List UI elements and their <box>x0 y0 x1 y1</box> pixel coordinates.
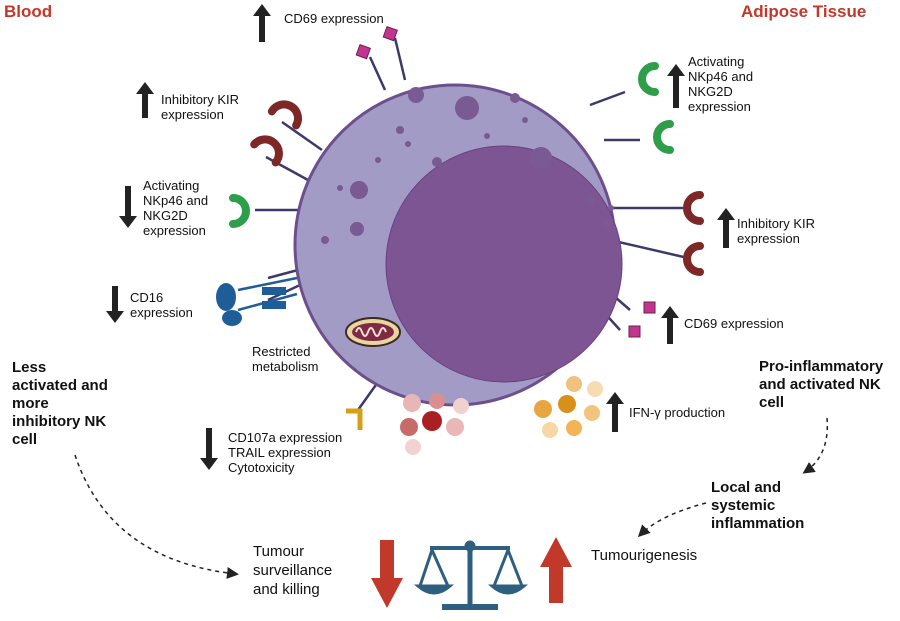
label-tumourigenesis: Tumourigenesis <box>591 547 698 564</box>
released-granules <box>400 393 469 455</box>
up-arrow-kir-left <box>136 82 154 118</box>
up-arrow-kir-right <box>717 208 735 248</box>
label-cd69-right: CD69 expression <box>684 316 784 331</box>
dashed-arrows <box>74 417 829 579</box>
up-arrow-activating-right <box>667 64 685 108</box>
down-arrow-cytotox <box>200 428 218 470</box>
down-arrow-cd16 <box>106 286 124 323</box>
header-adipose: Adipose Tissue <box>741 2 867 21</box>
activating-receptors-right <box>638 62 674 154</box>
mitochondrion-icon <box>345 317 401 347</box>
red-up-arrow <box>540 537 572 603</box>
dashed-arrow-right-bottom <box>637 502 707 538</box>
up-arrow-cd69-top <box>253 4 271 42</box>
nucleus <box>385 145 623 383</box>
kir-receptors-left <box>250 100 302 167</box>
activating-receptor-left <box>229 194 250 228</box>
cd16-receptor-icon <box>216 276 298 326</box>
red-down-arrow <box>371 540 403 608</box>
label-ifn: IFN-γ production <box>629 405 726 420</box>
down-arrow-activating-left <box>119 186 137 228</box>
up-arrow-ifn <box>606 392 624 432</box>
label-cd69-top: CD69 expression <box>284 11 384 26</box>
cd69-receptors-top <box>355 25 398 60</box>
cd69-receptors-right <box>628 301 656 338</box>
dashed-arrow-left <box>74 454 239 579</box>
up-arrow-cd69-right <box>661 306 679 344</box>
kir-receptors-right <box>683 191 704 276</box>
balance-scale-icon <box>414 540 528 610</box>
black-arrows <box>106 4 735 470</box>
cd107a-receptor-icon <box>346 408 363 430</box>
header-blood: Blood <box>4 2 53 21</box>
dashed-arrow-right-top <box>802 417 829 474</box>
granules <box>321 87 614 244</box>
ifn-gamma-granules <box>534 376 603 438</box>
